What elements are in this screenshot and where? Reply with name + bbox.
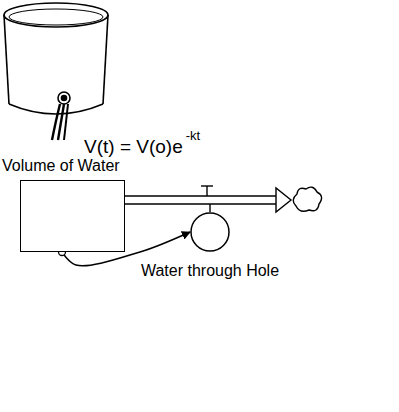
bucket-rim: [4, 3, 108, 27]
valve-stem: [206, 186, 207, 196]
bucket-inner-rim: [9, 9, 103, 25]
circle-shape: [191, 213, 229, 251]
flow-name: Water through Hole: [139, 262, 281, 280]
water-stream: [64, 104, 68, 140]
stock-rectangle: [20, 180, 125, 252]
pipe-line: [123, 195, 276, 196]
valve-handle: [201, 185, 213, 186]
pipe-line: [123, 203, 276, 204]
stock-name: Volume of Water: [2, 156, 127, 176]
formula-exponent: -kt: [186, 128, 200, 143]
formula-text: V(t) = V(o)e: [84, 136, 183, 158]
bucket-hole: [58, 92, 70, 104]
cloud-sink: [293, 187, 321, 211]
bucket-side: [4, 15, 9, 104]
bucket-side: [103, 15, 108, 104]
water-stream: [58, 104, 64, 140]
stock-box: Volume of Water: [2, 156, 127, 254]
pipe-arrowhead: [276, 188, 291, 212]
bucket-hole: [62, 96, 67, 101]
flow-auxiliary-circle: Water through Hole: [190, 212, 230, 252]
bucket-picture: [4, 3, 108, 140]
flow-pipe: [123, 186, 322, 212]
valve-link: [209, 204, 210, 212]
bucket-bottom: [9, 104, 103, 114]
circle-outline: [190, 212, 230, 252]
